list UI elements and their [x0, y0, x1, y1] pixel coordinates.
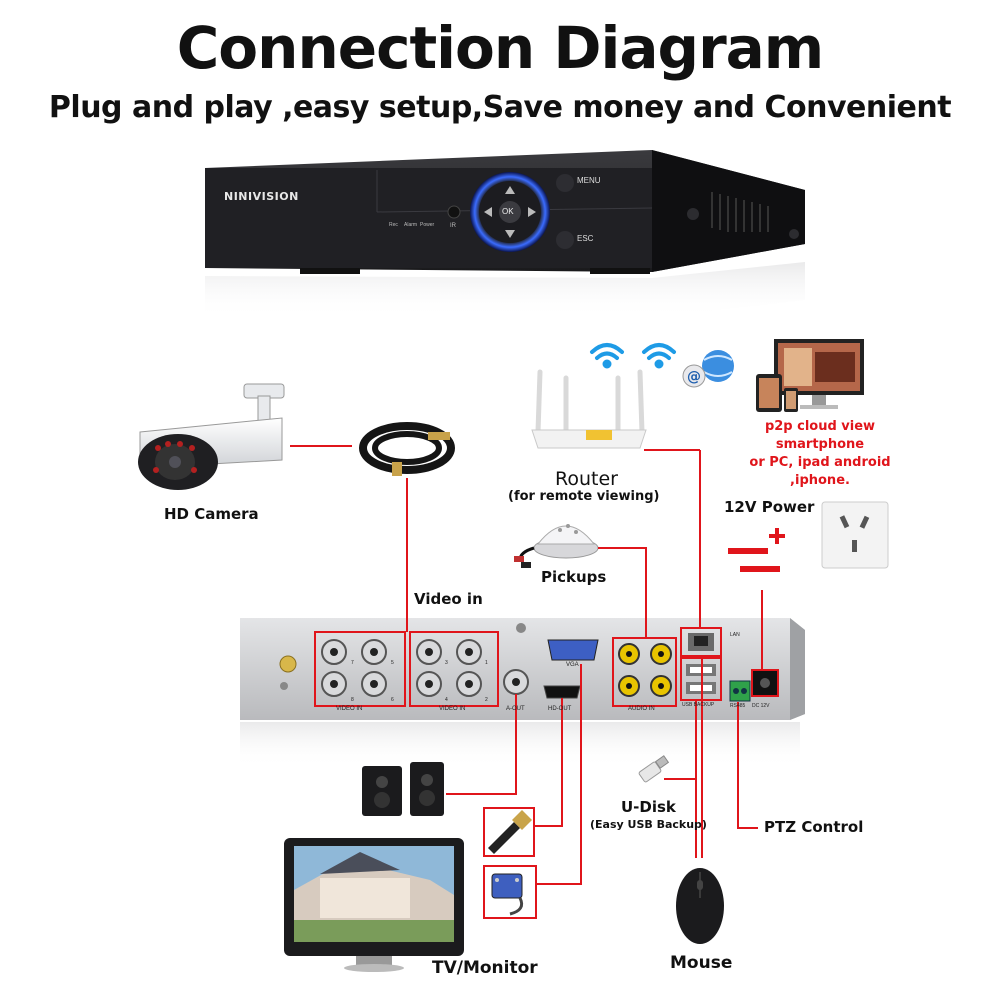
hdmi-port	[543, 685, 581, 699]
left-arrow-icon	[484, 207, 492, 217]
router-sublabel: (for remote viewing)	[508, 489, 660, 504]
p2p-note: p2p cloud view smartphone or PC, ipad an…	[720, 418, 920, 490]
vga-port	[547, 639, 599, 661]
audio-jacks	[618, 643, 672, 697]
right-arrow-icon	[528, 207, 536, 217]
power-symbol-icon	[728, 528, 785, 572]
rear-rs485-label: RS485	[730, 703, 746, 709]
rear-audio-in-label: AUDIO IN	[628, 706, 655, 712]
rear-lan-label: LAN	[730, 632, 740, 638]
menu-label: MENU	[577, 176, 601, 185]
vga-cable-icon	[491, 873, 524, 916]
dvr-front-unit	[205, 150, 805, 318]
rear-video-in-label-2: VIDEO IN	[439, 706, 466, 712]
aout-link-line	[446, 694, 517, 795]
hd-camera-image	[138, 383, 285, 490]
usb-disk-icon	[638, 755, 670, 783]
power-label: 12V Power	[724, 498, 815, 516]
page-subtitle: Plug and play ,easy setup,Save money and…	[48, 90, 952, 125]
hdmi-link-line	[534, 698, 563, 827]
video-in-label: Video in	[414, 590, 483, 608]
ptz-link-line	[737, 702, 758, 829]
router-label: Router	[555, 468, 618, 490]
p2p-note-line2: or PC, ipad android ,iphone.	[749, 455, 891, 488]
router-image	[531, 369, 647, 449]
tv-monitor-image	[284, 838, 464, 972]
rear-video-in-label: VIDEO IN	[336, 706, 363, 712]
port-number: 4	[445, 697, 448, 703]
audio-in-box	[612, 637, 677, 707]
hd-camera-label: HD Camera	[164, 505, 259, 523]
p2p-note-line1: p2p cloud view smartphone	[764, 419, 876, 452]
tv-monitor-label: TV/Monitor	[432, 958, 538, 978]
indicator-power: Power	[420, 222, 435, 228]
pickups-label: Pickups	[541, 568, 607, 586]
rear-hdout-label: HD-OUT	[548, 706, 572, 712]
wall-socket-image	[821, 501, 889, 569]
rear-vga-label: VGA	[566, 662, 579, 668]
pickups-link-line	[598, 547, 647, 638]
rear-aout-label: A-OUT	[506, 706, 525, 712]
ok-label: OK	[502, 207, 514, 216]
speaker-icon	[410, 762, 444, 816]
vga-link-line	[536, 664, 582, 885]
wifi-icon	[642, 343, 676, 369]
port-number: 6	[391, 697, 394, 703]
cable-coil-image	[359, 422, 455, 476]
esc-button[interactable]	[556, 231, 574, 249]
hdmi-cable-icon	[488, 810, 532, 854]
port-number: 1	[485, 660, 488, 666]
speaker-icon	[362, 766, 402, 816]
udisk-sublabel: (Easy USB Backup)	[590, 818, 707, 831]
mouse-label: Mouse	[670, 953, 733, 973]
ok-button[interactable]	[499, 201, 521, 223]
wifi-icon	[590, 343, 624, 369]
rear-dc-label: DC 12V	[752, 703, 770, 709]
down-arrow-icon	[505, 230, 515, 238]
video-in-box-left	[314, 631, 406, 707]
indicator-rec: Rec	[389, 222, 398, 228]
ptz-label: PTZ Control	[764, 818, 864, 836]
udisk-label: U-Disk	[621, 798, 676, 816]
esc-label: ESC	[577, 234, 594, 243]
svg-text:@: @	[687, 369, 701, 385]
mouse-image	[676, 868, 724, 944]
globe-email-icon: @	[682, 350, 734, 388]
dvr-brand-logo: NINIVISION	[224, 190, 299, 203]
port-number: 8	[351, 697, 354, 703]
indicator-alarm: Alarm	[404, 222, 418, 228]
rear-usb-label: USB BACKUP	[682, 702, 715, 708]
video-in-box-right	[409, 631, 499, 707]
pickup-microphone-image	[514, 524, 599, 568]
port-number: 7	[351, 660, 354, 666]
up-arrow-icon	[505, 186, 515, 194]
page-title: Connection Diagram	[176, 14, 825, 82]
port-number: 5	[391, 660, 394, 666]
smart-devices-image	[756, 339, 864, 412]
ir-label: IR	[450, 223, 456, 229]
rs485-terminal	[729, 680, 751, 702]
port-number: 2	[485, 697, 488, 703]
ir-sensor	[447, 205, 461, 219]
port-number: 3	[445, 660, 448, 666]
menu-button[interactable]	[556, 174, 574, 192]
